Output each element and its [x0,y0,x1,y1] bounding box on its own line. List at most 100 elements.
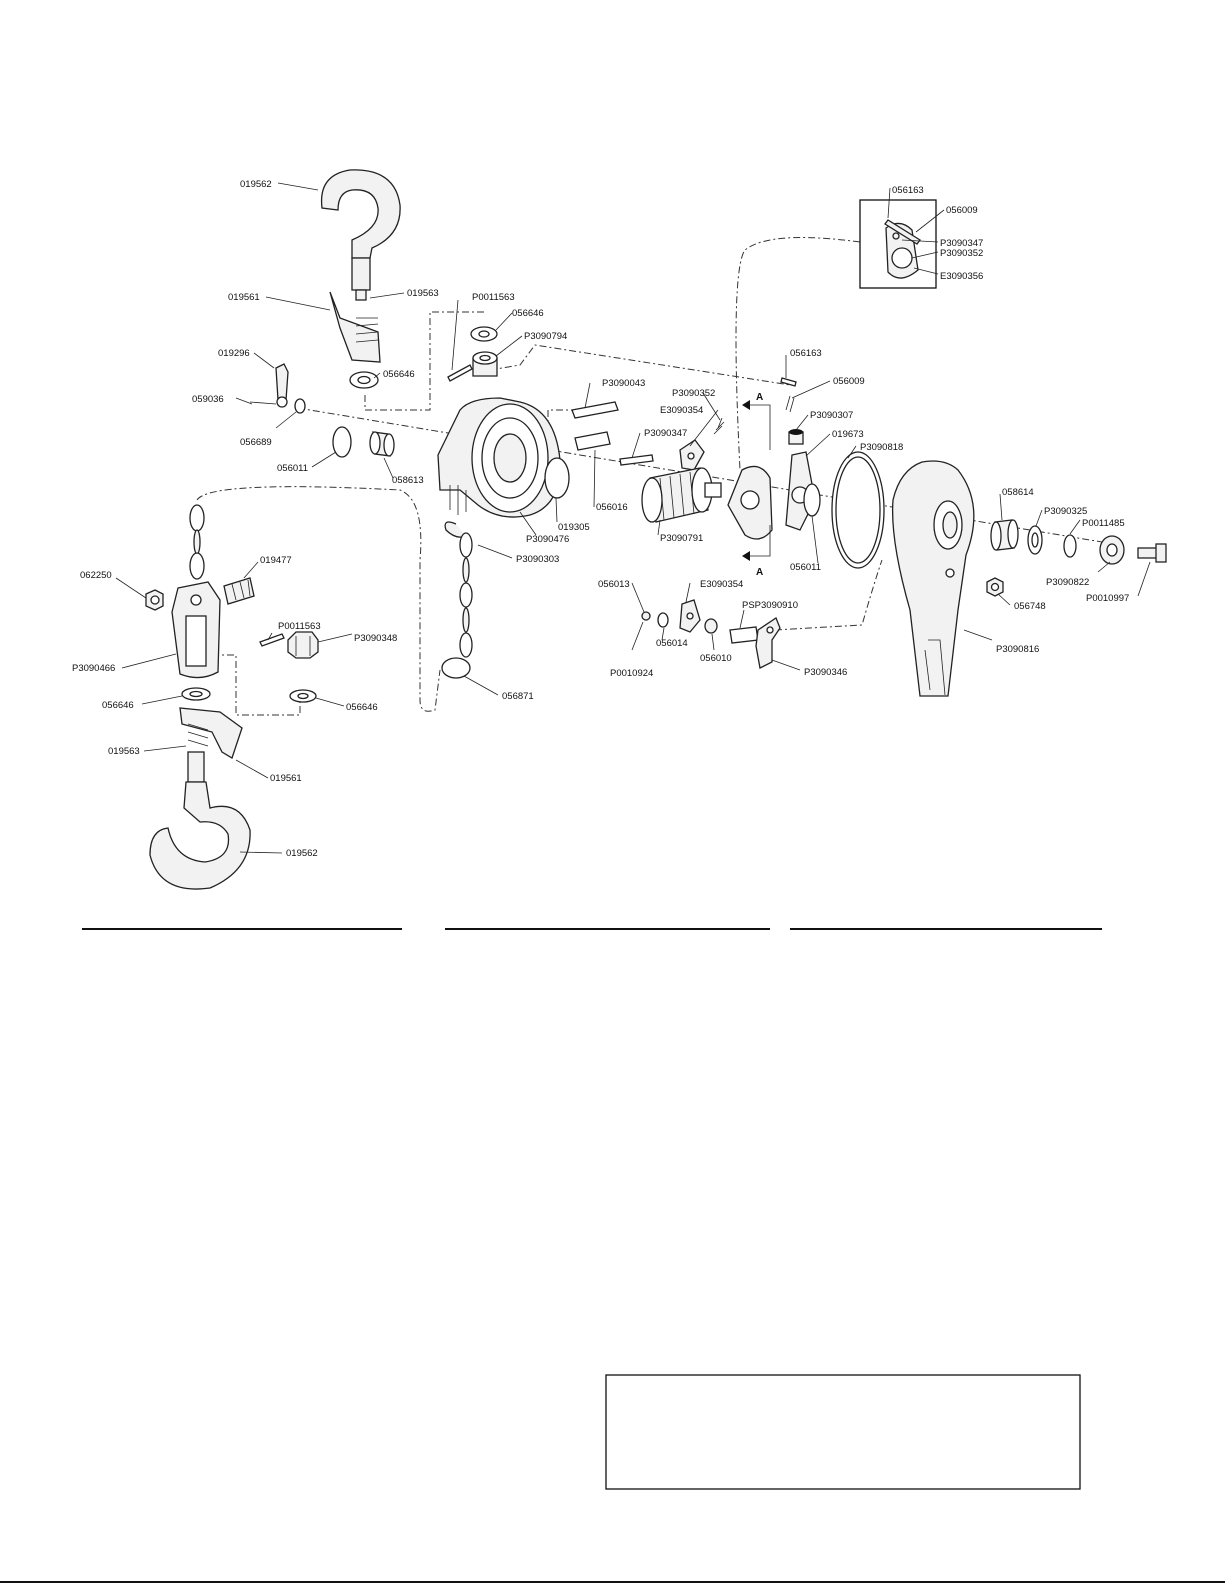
label-p3090348: P3090348 [354,633,397,644]
dash-line-top-washer [364,385,431,411]
label-019673: 019673 [832,429,864,440]
top-hook [320,169,401,301]
label-e3090354: E3090354 [660,405,703,416]
section-line-bottom [750,525,771,557]
nut-056748 [986,577,1004,597]
label-e3090354-lower: E3090354 [700,579,743,590]
empty-info-box [605,1374,1081,1490]
pawl-spring-a [713,417,725,435]
label-p0011485: P0011485 [1082,518,1125,529]
top-washer-hole [357,375,371,385]
washer-p3090325-hole [1031,532,1039,548]
pin-p0011563-lower [259,633,285,647]
label-056646-top-a: 056646 [512,308,544,319]
shaft-psp3090910 [729,626,759,644]
handle [891,460,975,697]
label-p3090466: P3090466 [72,663,115,674]
label-062250: 062250 [80,570,112,581]
label-p3090325: P3090325 [1044,506,1087,517]
label-p0011563-top: P0011563 [472,292,515,303]
label-p3090346: P3090346 [804,667,847,678]
lever-p3090346 [755,617,781,669]
label-p3090476: P3090476 [526,534,569,545]
label-059036: 059036 [192,394,224,405]
brake-plate [727,465,773,540]
load-block-p3090466 [171,581,221,679]
dash-line-pin-top [429,311,485,385]
label-056871: 056871 [502,691,534,702]
bottom-latch [179,707,243,759]
label-p0011563-bottom: P0011563 [278,621,321,632]
nut-062250 [145,589,164,611]
label-inset-p3090347: P3090347 [940,238,983,249]
pawl-e3090354 [679,439,705,471]
dash-line-small-parts [774,559,883,631]
washer-056646-bot-a-hole [189,690,203,698]
pin-056163-right [780,377,797,387]
label-inset-e3090356: E3090356 [940,271,983,282]
pawl-e3090354-lower [679,599,701,633]
label-019563-top: 019563 [407,288,439,299]
label-019562-top: 019562 [240,179,272,190]
label-019477: 019477 [260,555,292,566]
label-056646-bot-b: 056646 [346,702,378,713]
section-arrow-top [742,400,750,410]
label-p3090818: P3090818 [860,442,903,453]
leader-lines [115,182,1151,854]
pawl-lever-left [275,363,289,408]
large-ring-inner [835,456,881,564]
hand-chain [441,521,473,679]
label-019561-bottom: 019561 [270,773,302,784]
label-p3090303: P3090303 [516,554,559,565]
label-019563-bottom: 019563 [108,746,140,757]
section-line-top [750,404,771,450]
label-p3090043: P3090043 [602,378,645,389]
label-p3090822: P3090822 [1046,577,1089,588]
block-chain [189,504,205,580]
label-019561-top: 019561 [228,292,260,303]
top-washer-b-hole [478,330,490,338]
top-nut [472,351,498,377]
dash-line-block [212,654,301,716]
cap-p3090822 [1099,535,1125,565]
inset-pawl [884,219,921,279]
label-inset-056163: 056163 [892,185,924,196]
label-p3090794: P3090794 [524,331,567,342]
label-056689: 056689 [240,437,272,448]
section-mark-bottom: A [756,567,763,578]
cotter-pin-left [249,401,277,405]
label-056748: 056748 [1014,601,1046,612]
label-p0010997: P0010997 [1086,593,1129,604]
washer-056014 [657,612,669,628]
dash-line-pin-r [489,344,791,386]
label-p3090347: P3090347 [644,428,687,439]
label-019305: 019305 [558,522,590,533]
spring-056009-right [785,395,795,413]
label-p3090791: P3090791 [660,533,703,544]
label-056011-left: 056011 [277,463,308,474]
washer-056646-bot-b-hole [297,692,309,700]
bushing-058614 [990,519,1019,551]
bushing-left [369,431,395,457]
swivel-pin-019477 [223,577,255,605]
label-058614: 058614 [1002,487,1034,498]
label-058613: 058613 [392,475,424,486]
label-056014: 056014 [656,638,688,649]
label-056163-right: 056163 [790,348,822,359]
section-mark-top: A [756,392,763,403]
label-019562-bottom: 019562 [286,848,318,859]
label-056646-bot-a: 056646 [102,700,134,711]
cap-p3090307 [788,429,804,445]
label-p0010924: P0010924 [610,668,653,679]
bottom-hook [149,751,251,890]
label-p3090307: P3090307 [810,410,853,421]
label-p3090352: P3090352 [672,388,715,399]
label-056010: 056010 [700,653,732,664]
sleeve-056016 [574,431,611,451]
pawl-pin-p3090347 [619,454,654,466]
part-labels: 019562 019561 019563 P0011563 056646 P30… [72,179,1129,859]
label-p3090816: P3090816 [996,644,1039,655]
clip-p0010924-lead [631,621,644,651]
hoist-body [437,397,561,518]
